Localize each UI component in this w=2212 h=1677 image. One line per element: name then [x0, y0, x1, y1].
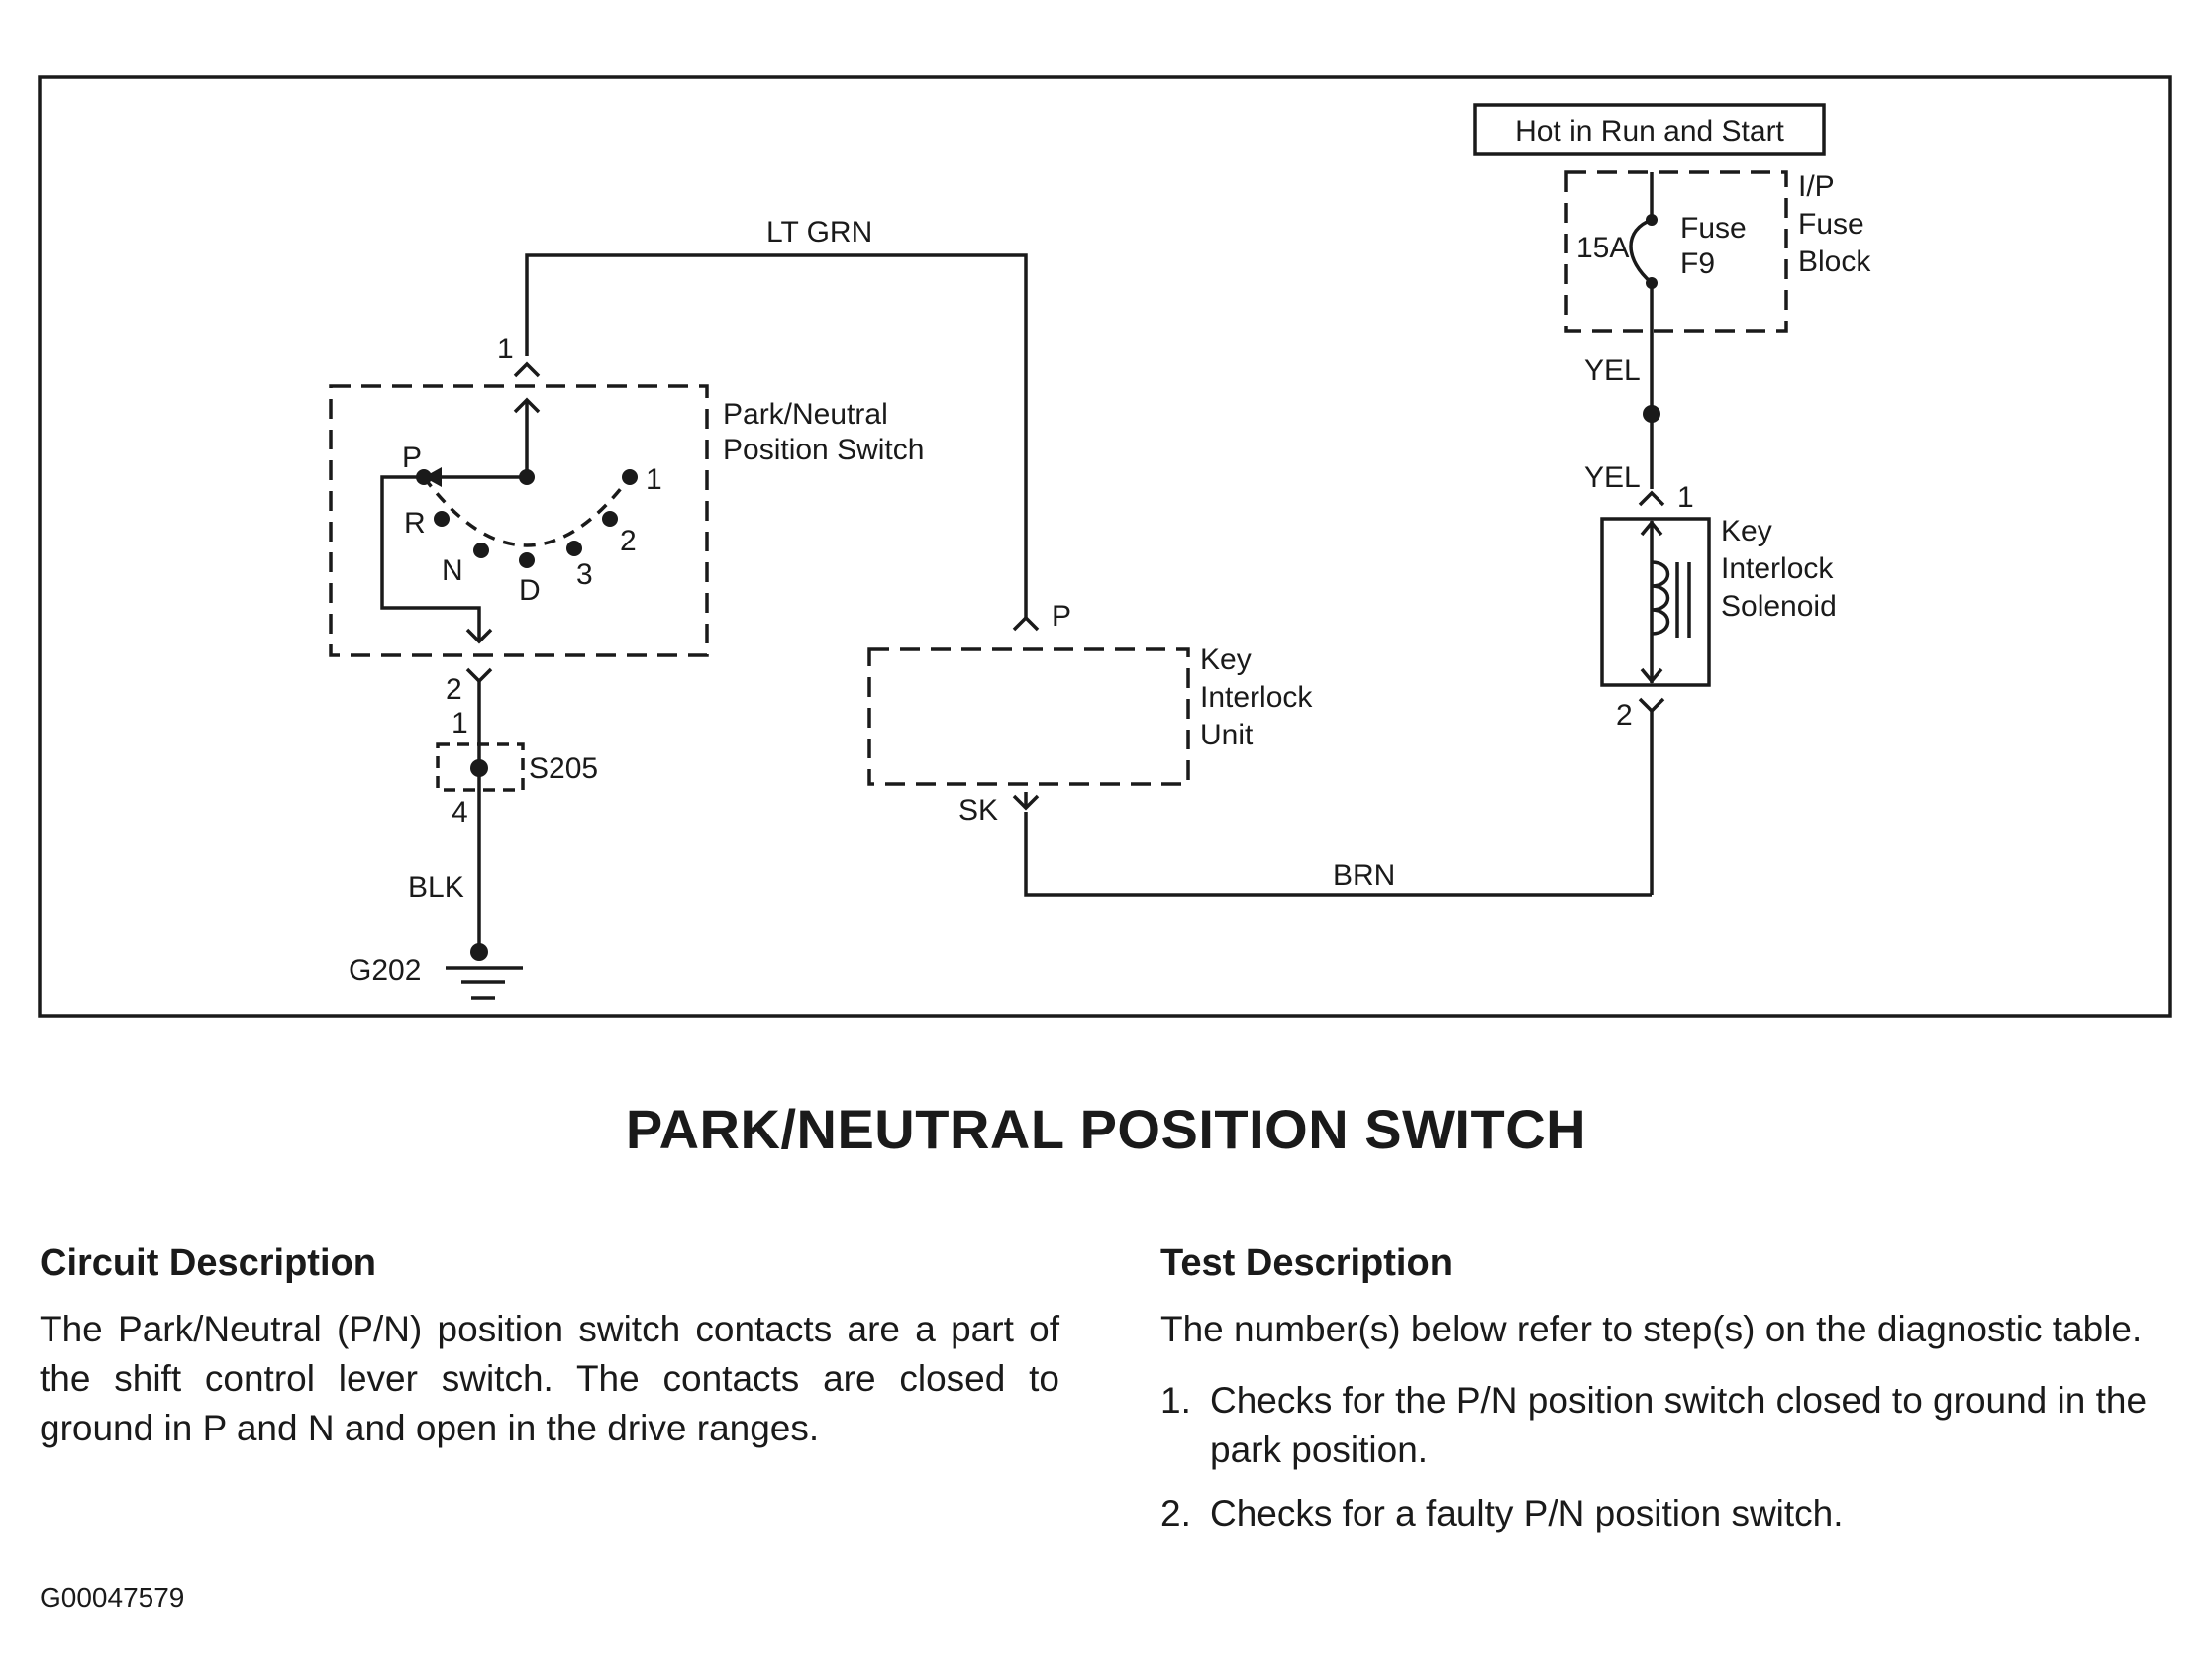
- test-description-section: Test Description The number(s) below ref…: [1160, 1242, 2184, 1552]
- hot-in-run-label: Hot in Run and Start: [1515, 115, 1784, 148]
- fuse-block-label-1: I/P: [1798, 170, 1835, 203]
- wire-brn-label: BRN: [1333, 859, 1395, 892]
- pn-switch-label-1: Park/Neutral: [723, 398, 888, 431]
- switch-pos-3-dot: [566, 541, 582, 556]
- switch-pos-1-label: 1: [646, 463, 662, 496]
- fuse-symbol: [1629, 218, 1654, 285]
- pn-pin2-label: 2: [446, 673, 462, 706]
- solenoid-coil: [1651, 560, 1670, 636]
- figure-id: G00047579: [40, 1582, 185, 1613]
- test-description-intro: The number(s) below refer to step(s) on …: [1160, 1309, 2143, 1349]
- solenoid-pin1-label: 1: [1677, 481, 1694, 514]
- switch-pos-n-label: N: [442, 554, 463, 587]
- fuse-block-label-2: Fuse: [1798, 208, 1864, 241]
- key-interlock-unit-label-3: Unit: [1200, 719, 1254, 751]
- splice-pin1-label: 1: [452, 707, 468, 740]
- switch-position-arc: [422, 475, 632, 547]
- test-description-heading: Test Description: [1160, 1242, 1453, 1284]
- page-title: PARK/NEUTRAL POSITION SWITCH: [625, 1098, 1587, 1160]
- switch-pos-2-dot: [602, 511, 618, 527]
- splice-s205-dot: [470, 759, 488, 777]
- wire-ltgrn: [525, 253, 1028, 618]
- solenoid-label-1: Key: [1721, 515, 1772, 547]
- key-interlock-unit-label-1: Key: [1200, 643, 1252, 676]
- switch-pos-p-label: P: [402, 442, 422, 474]
- diagram-frame: [38, 75, 2172, 1018]
- test-step: 1. Checks for the P/N position switch cl…: [1160, 1376, 2184, 1475]
- fuse-name-line1: Fuse: [1680, 212, 1747, 245]
- pn-pin1-connector: [513, 361, 541, 378]
- key-interlock-unit-label-2: Interlock: [1200, 681, 1313, 714]
- switch-pos-d-label: D: [519, 574, 541, 607]
- solenoid-label-2: Interlock: [1721, 552, 1834, 585]
- solenoid-pin1-connector: [1638, 490, 1665, 507]
- hot-in-run-box: [1473, 103, 1826, 156]
- test-step-text: Checks for a faulty P/N position switch.: [1210, 1493, 1844, 1533]
- splice-pin4-label: 4: [452, 796, 468, 829]
- wire-brn: [1024, 812, 1652, 897]
- pn-switch-box: [329, 384, 709, 657]
- switch-pos-d-dot: [519, 552, 535, 568]
- fuse-name-line2: F9: [1680, 247, 1715, 280]
- switch-pos-r-dot: [434, 511, 450, 527]
- splice-s205-box: [436, 742, 525, 792]
- test-step: 2. Checks for a faulty P/N position swit…: [1160, 1489, 2184, 1538]
- solenoid-pin2-label: 2: [1616, 699, 1633, 732]
- pn-pin1-label: 1: [497, 333, 514, 365]
- splice-s205-label: S205: [529, 752, 598, 785]
- test-step-text: Checks for the P/N position switch close…: [1210, 1380, 2148, 1470]
- kiu-pin-p-connector: [1012, 615, 1040, 632]
- circuit-description-section: Circuit Description The Park/Neutral (P/…: [40, 1242, 1059, 1453]
- ground-dot: [470, 943, 488, 961]
- fuse-rating: 15A: [1576, 232, 1629, 264]
- wire-blk-label: BLK: [408, 871, 464, 904]
- switch-pos-n-dot: [473, 543, 489, 558]
- solenoid-label-3: Solenoid: [1721, 590, 1837, 623]
- pn-switch-label-2: Position Switch: [723, 434, 924, 466]
- key-interlock-unit-box: [867, 647, 1190, 786]
- wire-yel-lower-label: YEL: [1584, 461, 1641, 494]
- test-steps-list: 1. Checks for the P/N position switch cl…: [1160, 1376, 2184, 1538]
- switch-pos-1-dot: [622, 469, 638, 485]
- solenoid-box: [1600, 517, 1711, 687]
- pn-pin2-connector: [465, 667, 493, 684]
- switch-pos-r-label: R: [404, 507, 426, 540]
- fuse-block-box: [1564, 170, 1788, 333]
- yel-splice-dot: [1643, 405, 1660, 423]
- switch-ground-path: [380, 475, 481, 641]
- test-step-number: 2.: [1160, 1493, 1191, 1533]
- kiu-pin-sk-label: SK: [958, 794, 998, 827]
- wiring-diagram: Hot in Run and Start 15A Fuse F9 I/P Fus…: [38, 75, 2172, 1018]
- switch-pos-3-label: 3: [576, 558, 593, 591]
- switch-pos-2-label: 2: [620, 525, 637, 557]
- circuit-description-body: The Park/Neutral (P/N) position switch c…: [40, 1309, 1059, 1448]
- circuit-description-heading: Circuit Description: [40, 1242, 376, 1284]
- kiu-pin-p-label: P: [1052, 600, 1071, 633]
- fuse-block-label-3: Block: [1798, 246, 1871, 278]
- wire-ltgrn-label: LT GRN: [766, 216, 872, 248]
- test-step-number: 1.: [1160, 1380, 1191, 1421]
- ground-label: G202: [349, 954, 421, 987]
- wire-yel-upper-label: YEL: [1584, 354, 1641, 387]
- solenoid-pin2-connector: [1638, 697, 1665, 714]
